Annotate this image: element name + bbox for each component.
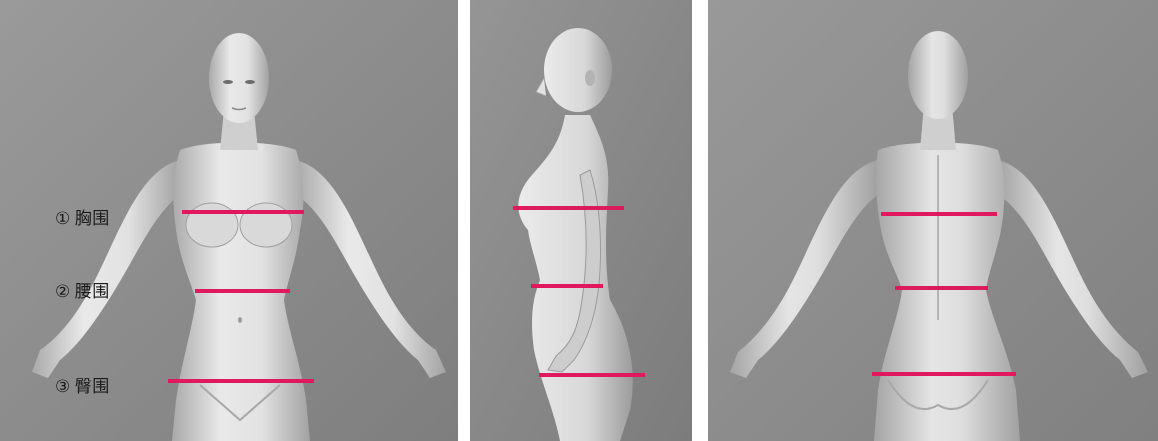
side-view-panel bbox=[470, 0, 692, 441]
back-head bbox=[908, 31, 968, 119]
side-head bbox=[544, 28, 612, 112]
back-figure bbox=[708, 0, 1158, 441]
side-figure bbox=[470, 0, 692, 441]
back-view-panel bbox=[708, 0, 1158, 441]
